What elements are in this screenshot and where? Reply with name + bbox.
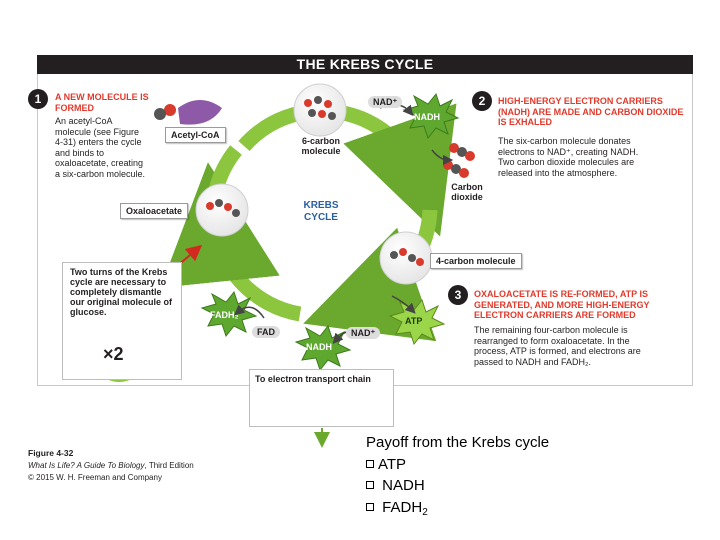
carbon-dioxide-label: Carbon dioxide bbox=[451, 182, 483, 202]
step-1-line: molecule (see Figure bbox=[55, 126, 140, 137]
checkbox-icon bbox=[366, 459, 374, 468]
oxaloacetate-label: Oxaloacetate bbox=[120, 203, 189, 219]
payoff-item-fadh2: FADH2 bbox=[366, 497, 549, 524]
four-carbon-label: 4-carbon molecule bbox=[430, 253, 522, 269]
step-2-line: electrons to NAD⁺, creating NADH. bbox=[498, 146, 639, 157]
step-1-line: oxaloacetate, creating bbox=[55, 158, 144, 168]
step-3-line: rearranged to form oxaloacetate. In the bbox=[474, 335, 630, 346]
step-3-line: The remaining four-carbon molecule is bbox=[474, 325, 628, 335]
step-1-line: and binds to bbox=[55, 147, 105, 158]
figure-title: THE KREBS CYCLE bbox=[37, 55, 693, 74]
two-turns-note: Two turns of the Krebs cycle are necessa… bbox=[70, 267, 173, 317]
acetyl-coa-label: Acetyl-CoA bbox=[165, 127, 226, 143]
nadh-label-bottom: NADH bbox=[306, 342, 332, 352]
transport-chain-label: To electron transport chain bbox=[255, 374, 371, 384]
transport-nadh-label: NADH bbox=[280, 402, 306, 412]
step-2-line: The six-carbon molecule donates bbox=[498, 136, 631, 146]
fadh2-burst bbox=[200, 290, 258, 338]
book-title: What Is Life? A Guide To Biology bbox=[28, 461, 145, 470]
payoff-title: Payoff from the Krebs cycle bbox=[366, 434, 550, 451]
six-carbon-molecule bbox=[293, 83, 347, 137]
payoff-item-label: FADH bbox=[382, 498, 423, 516]
book-edition: , Third Edition bbox=[144, 461, 194, 470]
transport-chain-box bbox=[249, 369, 394, 427]
atp-label: ATP bbox=[405, 316, 423, 326]
step-1-body: An acetyl-CoA molecule (see Figure 4-31)… bbox=[55, 116, 175, 179]
payoff-subscript: 2 bbox=[422, 506, 428, 518]
payoff-item-nadh: NADH bbox=[366, 475, 549, 497]
acetyl-coa-molecule bbox=[154, 100, 222, 125]
fad-label: FAD bbox=[252, 326, 280, 338]
step-3-number: 3 bbox=[448, 285, 468, 305]
step-3-heading: OXALOACETATE IS RE-FORMED, ATP IS GENERA… bbox=[474, 289, 650, 320]
payoff-item-atp: ATP bbox=[366, 454, 549, 476]
four-carbon-molecule bbox=[379, 231, 433, 285]
payoff-item-label: NADH bbox=[382, 477, 425, 494]
transport-fadh2-label: FADH₂ bbox=[335, 402, 364, 412]
atp-burst bbox=[388, 298, 446, 346]
nad-plus-label-bottom: NAD⁺ bbox=[346, 327, 381, 339]
checkbox-icon bbox=[366, 481, 374, 489]
payoff-item-label: ATP bbox=[378, 455, 407, 473]
step-3-body: The remaining four-carbon molecule is re… bbox=[474, 325, 684, 367]
figure-number: Figure 4-32 bbox=[28, 448, 74, 458]
times-two-label: ×2 bbox=[103, 344, 124, 364]
step-3-line: passed to NADH and FADH₂. bbox=[474, 356, 592, 367]
step-1-heading: A NEW MOLECULE IS FORMED bbox=[55, 92, 149, 113]
step-2-line: released into the atmosphere. bbox=[498, 167, 618, 178]
step-2-heading: HIGH-ENERGY ELECTRON CARRIERS (NADH) ARE… bbox=[498, 96, 684, 127]
cycle-center-label: KREBS CYCLE bbox=[303, 200, 339, 223]
six-carbon-label: 6-carbon molecule bbox=[301, 136, 341, 156]
step-1-line: 4-31) enters the cycle bbox=[55, 137, 142, 147]
figure-copyright: © 2015 W. H. Freeman and Company bbox=[28, 473, 162, 482]
step-2-line: Two carbon dioxide molecules are bbox=[498, 157, 635, 167]
oxaloacetate-molecule bbox=[195, 183, 249, 237]
nadh-label-top: NADH bbox=[414, 112, 440, 122]
checkbox-icon bbox=[366, 502, 374, 511]
step-2-body: The six-carbon molecule donates electron… bbox=[498, 136, 688, 178]
fadh2-label: FADH₂ bbox=[210, 310, 239, 320]
step-1-line: An acetyl-CoA bbox=[55, 116, 113, 126]
figure-source: What Is Life? A Guide To Biology, Third … bbox=[28, 461, 194, 471]
step-2-number: 2 bbox=[472, 91, 492, 111]
step-1-line: a six-carbon molecule. bbox=[55, 168, 146, 179]
payoff-list: Payoff from the Krebs cycle ATP NADH FAD… bbox=[366, 432, 549, 523]
nad-plus-label-top: NAD⁺ bbox=[368, 96, 403, 108]
step-1-number: 1 bbox=[28, 89, 48, 109]
two-turns-box bbox=[62, 262, 182, 380]
step-3-line: process, ATP is formed, and electrons ar… bbox=[474, 346, 641, 356]
